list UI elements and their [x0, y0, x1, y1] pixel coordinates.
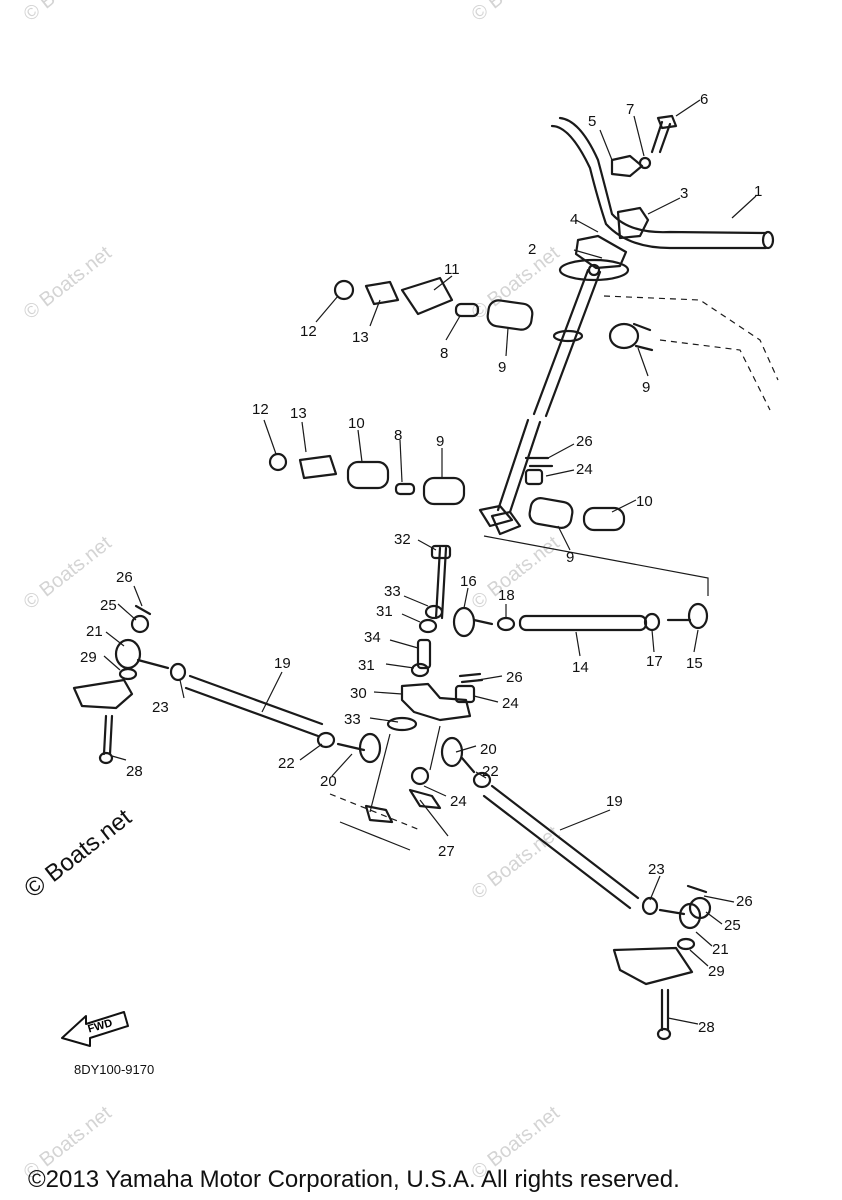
callout-label: 22: [278, 755, 295, 772]
watermark: © Boats.net: [20, 0, 116, 26]
leader-lines: [103, 99, 757, 1025]
callout-label: 28: [126, 763, 143, 780]
callout-label: 14: [572, 659, 589, 676]
relay-rod: [424, 535, 709, 638]
callout-label: 12: [252, 401, 269, 418]
callout-label: 3: [680, 185, 688, 202]
callout-label: 21: [712, 941, 729, 958]
callout-label: 25: [100, 597, 117, 614]
callout-label: 9: [566, 549, 574, 566]
diagram-code: 8DY100-9170: [74, 1062, 155, 1077]
callout-label: 20: [320, 773, 337, 790]
callout-label: 9: [436, 433, 444, 450]
callout-labels: 1 2 3 4 5 6 7 8 9 9 11 12 13 12 13 10 8 …: [80, 91, 762, 1036]
callout-label: 31: [358, 657, 375, 674]
callout-label: 9: [642, 379, 650, 396]
callout-label: 26: [506, 669, 523, 686]
steering-column: [478, 268, 602, 536]
callout-label: 19: [274, 655, 291, 672]
callout-label: 26: [116, 569, 133, 586]
callout-label: 26: [736, 893, 753, 910]
handlebar-holder: [558, 114, 678, 282]
copyright-notice: ©2013 Yamaha Motor Corporation, U.S.A. A…: [28, 1166, 680, 1193]
callout-label: 33: [344, 711, 361, 728]
callout-label: 24: [450, 793, 467, 810]
callout-label: 24: [502, 695, 519, 712]
watermark: © Boats.net: [468, 0, 564, 26]
callout-label: 18: [498, 587, 515, 604]
callout-label: 15: [686, 655, 703, 672]
callout-label: 10: [348, 415, 365, 432]
callout-label: 24: [576, 461, 593, 478]
watermark: © Boats.net: [468, 532, 564, 614]
callout-label: 12: [300, 323, 317, 340]
callout-label: 6: [700, 91, 708, 108]
callout-label: 29: [708, 963, 725, 980]
callout-label: 27: [438, 843, 455, 860]
callout-label: 21: [86, 623, 103, 640]
callout-label: 23: [152, 699, 169, 716]
tie-rod-right: [329, 736, 712, 1041]
callout-label: 5: [588, 113, 596, 130]
callout-label: 20: [480, 741, 497, 758]
callout-label: 10: [636, 493, 653, 510]
callout-label: 25: [724, 917, 741, 934]
callout-label: 32: [394, 531, 411, 548]
callout-label: 26: [576, 433, 593, 450]
column-bushings-lower: [268, 452, 626, 532]
callout-label: 22: [482, 763, 499, 780]
callout-label: 7: [626, 101, 634, 118]
callout-label: 13: [352, 329, 369, 346]
callout-label: 17: [646, 653, 663, 670]
pitman-arm: [369, 618, 484, 813]
watermark: © Boats.net: [468, 822, 564, 904]
callout-label: 33: [384, 583, 401, 600]
callout-label: 11: [444, 261, 460, 278]
callout-label: 19: [606, 793, 623, 810]
watermark-layer: © Boats.net © Boats.net © Boats.net © Bo…: [20, 0, 564, 1184]
callout-label: 29: [80, 649, 97, 666]
callout-label: 8: [394, 427, 402, 444]
column-bushings-upper: [333, 276, 654, 352]
watermark: © Boats.net: [20, 242, 116, 324]
callout-label: 16: [460, 573, 477, 590]
callout-label: 23: [648, 861, 665, 878]
callout-label: 8: [440, 345, 448, 362]
tie-rod-left: [72, 604, 382, 765]
callout-label: 2: [528, 241, 536, 258]
frame-hint: [603, 295, 779, 411]
callout-label: 28: [698, 1019, 715, 1036]
watermark: © Boats.net: [468, 242, 564, 324]
callout-label: 13: [290, 405, 307, 422]
callout-label: 4: [570, 211, 578, 228]
callout-label: 31: [376, 603, 393, 620]
handlebar: [550, 116, 775, 250]
callout-label: 34: [364, 629, 381, 646]
callout-label: 30: [350, 685, 367, 702]
fwd-arrow-icon: FWD: [61, 1011, 129, 1047]
callout-label: 9: [498, 359, 506, 376]
callout-label: 1: [754, 183, 762, 200]
